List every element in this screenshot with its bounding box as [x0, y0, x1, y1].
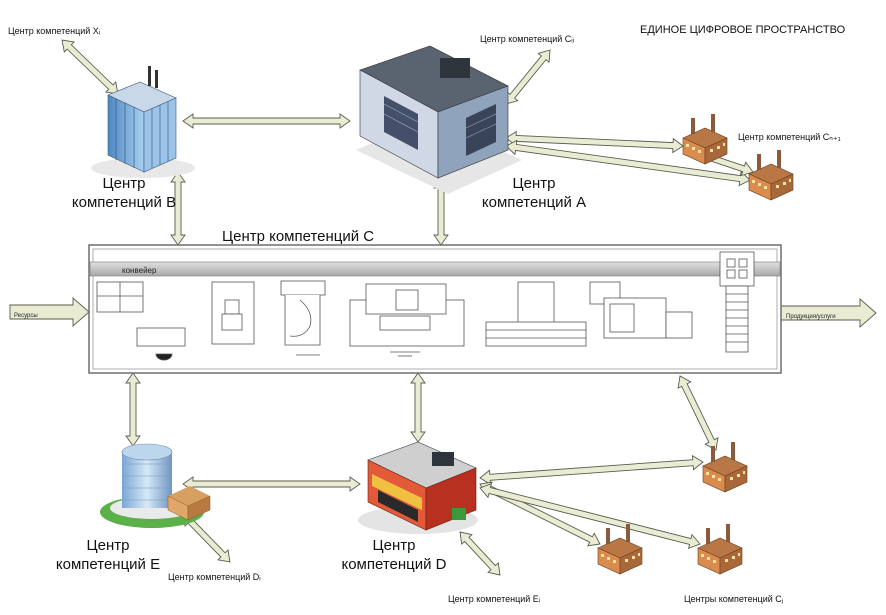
label-center-di: Центр компетенций Dᵢ — [168, 572, 261, 582]
machine-1 — [96, 281, 186, 361]
label-center-ei: Центр компетенций Eᵢ — [448, 594, 541, 604]
vertical-lift — [719, 251, 755, 353]
arrow-e-to-d — [182, 476, 361, 492]
factory-icon-di-1 — [597, 523, 643, 575]
center-a-line2: компетенций А — [481, 194, 587, 211]
arrow-c-to-d — [410, 372, 426, 443]
machine-5 — [485, 281, 587, 347]
building-a-icon — [356, 45, 522, 194]
label-center-ci: Центр компетенций Cᵢᵢ — [480, 34, 575, 44]
resources-label: Ресурсы — [14, 313, 38, 319]
label-centers-cj: Центры компетенций Cⱼ — [684, 594, 784, 604]
machine-4 — [349, 283, 465, 357]
arrow-d-to-right-factory — [479, 454, 704, 486]
factory-icon-right-1 — [702, 441, 748, 493]
center-e-line1: Центр — [86, 537, 130, 554]
building-d-icon — [358, 441, 478, 534]
arrow-c-to-right-factory — [677, 375, 719, 451]
center-c-title: Центр компетенций С — [222, 228, 375, 245]
center-e-line2: компетенций Е — [55, 556, 161, 573]
center-d-line2: компетенций D — [341, 556, 447, 573]
building-e-icon — [100, 443, 211, 528]
machine-2 — [211, 281, 255, 345]
center-d-title: Центр компетенций D — [334, 536, 454, 574]
arrow-x-to-b — [61, 39, 119, 95]
factory-icon-cn-1 — [682, 113, 728, 165]
machine-6 — [589, 281, 693, 339]
center-a-line1: Центр — [512, 175, 556, 192]
center-a-title: Центр компетенций А — [474, 174, 594, 212]
arrow-products-out — [780, 298, 877, 328]
arrow-b-to-a — [182, 113, 351, 129]
building-b-icon — [91, 66, 195, 178]
label-center-cn: Центр компетенций Cₙ₊₁ — [738, 132, 841, 142]
center-e-title: Центр компетенций Е — [48, 536, 168, 574]
factory-icon-cj-1 — [697, 523, 743, 575]
center-b-title: Центр компетенций В — [64, 174, 184, 212]
center-b-line2: компетенций В — [71, 194, 177, 211]
center-d-line1: Центр — [372, 537, 416, 554]
arrow-ci-to-a — [505, 49, 551, 105]
center-b-line1: Центр — [102, 175, 146, 192]
arrow-c-to-e — [125, 372, 141, 447]
diagram-title: ЕДИНОЕ ЦИФРОВОЕ ПРОСТРАНСТВО — [640, 24, 846, 36]
conveyor-belt — [89, 261, 781, 277]
factory-icon-cn-2 — [748, 149, 794, 201]
arrow-d-to-ei — [459, 531, 501, 576]
products-label: Продукция/услуги — [786, 314, 836, 320]
machine-3 — [280, 280, 326, 356]
arrow-d-to-cj-factory — [479, 482, 701, 550]
label-center-x: Центр компетенций Xᵢ — [8, 26, 101, 36]
conveyor-label: конвейер — [122, 266, 157, 275]
arrow-resources-in — [9, 297, 90, 327]
connection-arrows — [9, 39, 877, 576]
